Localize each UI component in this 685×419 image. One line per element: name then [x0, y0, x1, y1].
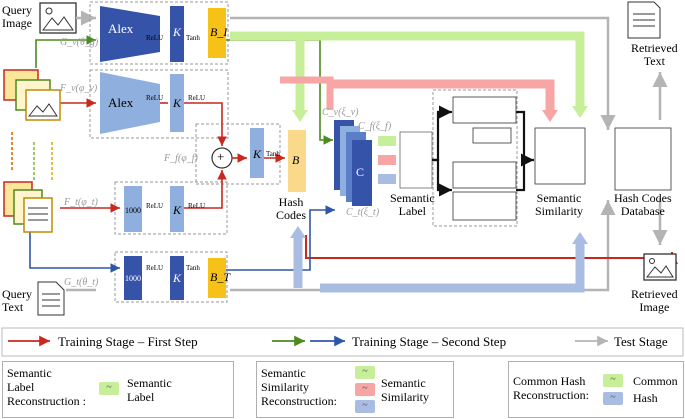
- classifier-outputs: [378, 131, 433, 189]
- pairing-arrows: [11, 132, 53, 182]
- k-label-mid: K: [173, 96, 182, 110]
- legend-second-step: Training Stage – Second Step: [352, 334, 507, 349]
- b-fused-label: B: [292, 153, 300, 167]
- hash-database-matrix: [614, 127, 672, 191]
- relu-label-1: ReLU: [146, 34, 164, 42]
- hash-codes-database-label: Hash Codes Database: [614, 191, 672, 218]
- fv-label: F_v(φ_v): [60, 83, 98, 94]
- training-texts-icon: [3, 181, 53, 233]
- relu-label-3: ReLU: [188, 94, 206, 102]
- relu-label-4: ReLU: [146, 202, 164, 210]
- hash-codes-label: Hash Codes: [276, 195, 306, 222]
- relu-label-2: ReLU: [146, 94, 164, 102]
- hash-layer-image: [208, 8, 226, 58]
- legend-box1-text: Semantic Label Reconstruction :: [7, 366, 86, 408]
- query-image-label: Query Image: [2, 3, 32, 30]
- legend-box-common-hash: Common Hash Reconstruction: ~ ~ Common H…: [508, 361, 684, 418]
- k-block-top: [170, 6, 184, 62]
- second-step-blue-arrows: [29, 205, 335, 273]
- legend-box2-text: Semantic Similarity Reconstruction:: [261, 366, 337, 408]
- similarity-matrix: [534, 127, 586, 185]
- classifier-stack: [334, 120, 372, 206]
- legend-box3-pill-blue: ~: [603, 392, 623, 405]
- ct-label: C_t(ξ_t): [346, 207, 380, 218]
- alex-label-mid: Alex: [108, 95, 134, 110]
- plus-label: +: [217, 149, 225, 164]
- fc1000-label-mid: 1000: [125, 206, 141, 215]
- hash-layer-fused: [288, 130, 306, 192]
- cv-label: C_v(ξ_v): [322, 107, 359, 118]
- legend-box3-text: Common Hash Reconstruction:: [513, 374, 589, 402]
- hash-layer-text: [208, 258, 226, 298]
- k-label-text-mid: K: [173, 203, 182, 217]
- retrieved-image-icon: [643, 253, 677, 281]
- legend-box2-pill-green: ~: [355, 366, 375, 379]
- legend-box2-pill-red: ~: [355, 383, 375, 396]
- fc1000-block-bottom: [124, 256, 142, 300]
- cf-label: C_f(ξ_f): [358, 121, 392, 132]
- semantic-similarity-label: Semantic Similarity: [535, 191, 583, 218]
- tanh-label-2: Tanh: [266, 150, 280, 158]
- retrieved-text-icon: [627, 1, 661, 39]
- query-text-icon: [37, 281, 65, 316]
- alex-label-top: Alex: [108, 21, 134, 36]
- k-label-text-bottom: K: [173, 271, 182, 285]
- legend-box2-pill-blue: ~: [355, 400, 375, 413]
- legend-box-semantic-label: Semantic Label Reconstruction : ~ Semant…: [2, 361, 234, 418]
- c-label: C: [356, 165, 365, 179]
- k-label-center: K: [253, 147, 262, 161]
- training-images-icon: [3, 69, 61, 121]
- legend-box1-item: Semantic Label: [127, 376, 172, 404]
- retrieved-image-label: Retrieved Image: [631, 287, 678, 314]
- label-matrix-top: [452, 96, 517, 221]
- fc1000-block-mid: [124, 186, 142, 232]
- legend-box2-item: Semantic Similarity: [381, 376, 429, 404]
- legend-box1-pill: ~: [99, 382, 119, 395]
- tanh-label-1: Tanh: [186, 34, 200, 42]
- legend-frame: [1, 327, 684, 357]
- semantic-label-label: Semantic Label: [390, 191, 435, 218]
- k-block-text-bottom: [170, 256, 184, 300]
- matrix-arrows: [432, 105, 534, 197]
- retrieved-text-label: Retrieved Text: [631, 41, 678, 68]
- k-block-text-mid: [170, 186, 184, 232]
- reconstruction-arrows: [230, 31, 588, 293]
- gv-label: G_v(θ_g): [60, 37, 99, 48]
- fc1000-label-bottom: 1000: [125, 274, 141, 283]
- relu-label-5: ReLU: [188, 202, 206, 210]
- k-block-mid: [170, 74, 184, 132]
- k-label-top: K: [173, 25, 182, 39]
- gt-label: G_t(θ_t): [64, 277, 99, 288]
- legend-box3-item2: Hash: [633, 391, 658, 405]
- tanh-label-3: Tanh: [186, 264, 200, 272]
- legend-box-semantic-similarity: Semantic Similarity Reconstruction: ~ ~ …: [256, 361, 454, 418]
- query-text-label: Query Text: [2, 287, 32, 314]
- legend-first-step: Training Stage – First Step: [58, 334, 198, 349]
- legend-box3-pill-green: ~: [603, 374, 623, 387]
- b-text-label: B_T: [210, 270, 231, 284]
- relu-label-6: ReLU: [146, 264, 164, 272]
- b-image-label: B_I: [210, 25, 228, 39]
- alex-block-top: [100, 6, 160, 62]
- k-block-center: [250, 128, 264, 178]
- legend-box3-item1: Common: [633, 374, 678, 388]
- ft-label: F_t(φ_t): [64, 197, 98, 208]
- ff-label: F_f(φ_f): [164, 153, 198, 164]
- query-image-icon: [39, 2, 77, 34]
- alex-block-mid: [100, 72, 160, 134]
- legend-test-stage: Test Stage: [614, 334, 668, 349]
